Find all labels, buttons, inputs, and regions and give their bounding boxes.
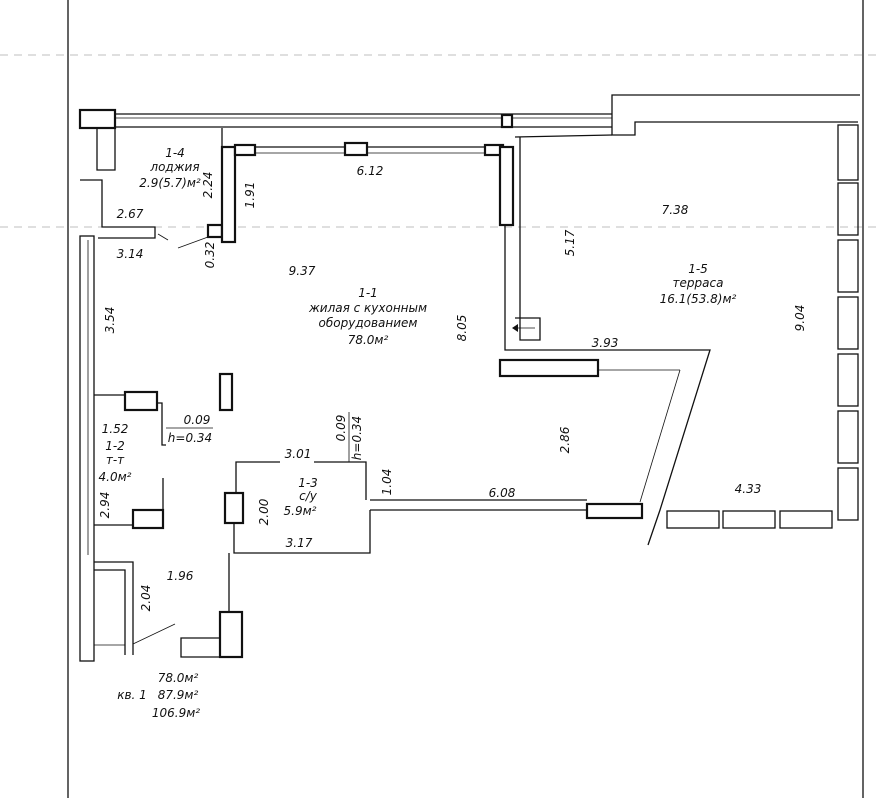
dimension: 7.38 (662, 203, 689, 217)
dimension: 9.37 (289, 264, 316, 278)
total-area: 87.9м² (158, 688, 199, 702)
dimension: 3.54 (103, 307, 117, 334)
room-name-2: оборудованием (319, 316, 418, 330)
dimension: 8.05 (455, 315, 469, 342)
dimension: 1.52 (102, 422, 129, 436)
room-bath: 1-3 с/у 5.9м² (284, 476, 318, 518)
railing (78, 108, 612, 130)
room-name: жилая с кухонным (308, 301, 427, 315)
dimension: 3.17 (286, 536, 313, 550)
apartment-summary: кв. 1 78.0м² 87.9м² 106.9м² (117, 671, 200, 720)
room-living: 1-1 жилая с кухонным оборудованием 78.0м… (308, 286, 427, 347)
dimension: 5.17 (563, 229, 577, 256)
dimension: 0.32 (203, 242, 217, 269)
dimension: 2.04 (139, 585, 153, 612)
room-id: 1-5 (688, 262, 708, 276)
apartment-number: кв. 1 (117, 688, 147, 702)
room-id: 1-4 (165, 146, 185, 160)
dimensions: 2.24 1.91 2.67 3.14 0.32 6.12 9.37 8.05 … (98, 164, 807, 611)
dimension: 9.04 (793, 305, 807, 332)
room-name: с/у (299, 489, 318, 503)
room-area: 5.9м² (284, 504, 317, 518)
total-with-terraces: 106.9м² (152, 706, 200, 720)
dimension: 0.09 (184, 413, 211, 427)
dimension: 0.09 (334, 415, 348, 442)
room-area: 4.0м² (99, 470, 132, 484)
dimension: 3.14 (117, 247, 144, 261)
left-walls (79, 235, 176, 662)
room-terrace: 1-5 терраса 16.1(53.8)м² (660, 262, 737, 306)
room-name: терраса (673, 276, 724, 290)
dimension: 6.12 (357, 164, 384, 178)
dimension: h=0.34 (350, 416, 364, 460)
dimension: 1.91 (243, 182, 257, 209)
room-id: 1-1 (358, 286, 378, 300)
living-area: 78.0м² (158, 671, 199, 685)
dimension: 2.67 (117, 207, 144, 221)
dimension: 3.01 (285, 447, 312, 461)
terrace-walls (512, 94, 860, 546)
dimension: h=0.34 (168, 431, 212, 445)
dimension: 2.00 (257, 498, 271, 525)
dimension: 2.94 (98, 492, 112, 519)
dimension: 2.24 (201, 172, 215, 199)
dimension: 2.86 (558, 426, 572, 453)
bathroom-walls (180, 412, 371, 659)
room-loggia: 1-4 лоджия 2.9(5.7)м² (139, 146, 201, 190)
room-id: 1-2 (105, 439, 125, 453)
dimension: 4.33 (735, 482, 762, 496)
room-name: лоджия (149, 160, 199, 174)
dimension: 1.04 (380, 469, 394, 496)
room-area: 78.0м² (348, 333, 389, 347)
dimension: 3.93 (592, 336, 619, 350)
dimension: 6.08 (489, 486, 516, 500)
room-name: т-т (106, 453, 125, 467)
room-id: 1-3 (298, 476, 318, 490)
room-area: 2.9(5.7)м² (139, 176, 201, 190)
room-area: 16.1(53.8)м² (660, 292, 737, 306)
dimension: 1.96 (167, 569, 194, 583)
room-wc: 1-2 т-т 4.0м² (99, 439, 132, 484)
living-walls (218, 141, 681, 520)
